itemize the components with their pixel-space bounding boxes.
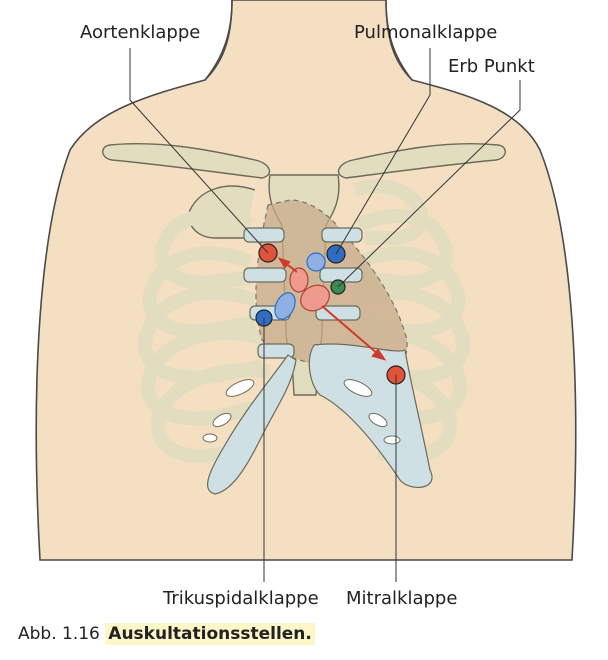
leader-lines — [129, 48, 521, 582]
valve-shapes — [274, 252, 330, 320]
clavicle-right — [337, 143, 506, 179]
label-erb-punkt: Erb Punkt — [448, 56, 535, 77]
caption-number: Abb. 1.16 — [18, 624, 100, 644]
label-pulmonalklappe: Pulmonalklappe — [354, 22, 498, 43]
caption-title: Auskultationsstellen. — [105, 623, 315, 645]
label-aortenklappe: Aortenklappe — [80, 22, 201, 43]
tricuspid-valve-shape — [274, 292, 296, 320]
figure-caption: Abb. 1.16 Auskultationsstellen. — [18, 623, 315, 645]
neck-left-line — [204, 0, 233, 81]
ribs-left — [137, 185, 272, 463]
thorax-diagram — [35, 0, 577, 582]
aortic-valve-shape — [289, 267, 309, 293]
flow-arrows — [277, 257, 387, 361]
label-mitralklappe: Mitralklappe — [346, 588, 458, 609]
mitral-valve-shape — [300, 284, 330, 312]
neck-right-line — [385, 0, 413, 81]
costal-arch-left — [206, 354, 297, 495]
label-trikuspidalklappe: Trikuspidalklappe — [163, 588, 319, 609]
pulmonary-valve-shape — [306, 252, 326, 272]
clavicle-left — [102, 143, 271, 179]
